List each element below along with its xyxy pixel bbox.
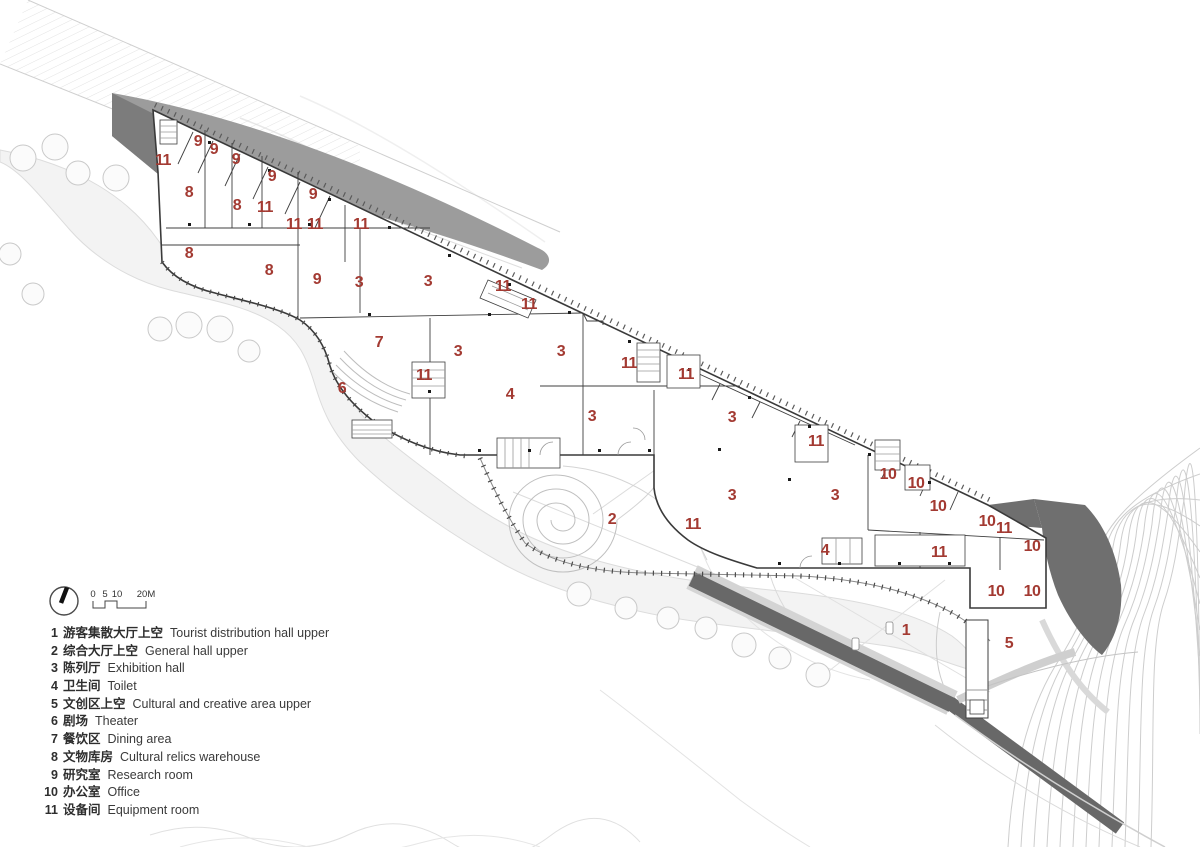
legend-label-en: Office bbox=[107, 785, 140, 800]
legend-number: 2 bbox=[51, 643, 58, 658]
legend-number: 6 bbox=[51, 714, 58, 729]
scale-tick-10: 10 bbox=[112, 589, 123, 600]
legend-row: 3 陈列厅 Exhibition hall bbox=[40, 657, 329, 675]
shadow-bands bbox=[112, 93, 1166, 847]
legend-number: 7 bbox=[51, 732, 58, 747]
legend-label-en: Equipment room bbox=[107, 802, 200, 817]
south-curve-ticks bbox=[160, 260, 466, 459]
legend-label-en: Cultural relics warehouse bbox=[120, 749, 261, 764]
legend-row: 5 文创区上空 Cultural and creative area upper bbox=[40, 693, 329, 711]
columns bbox=[188, 141, 951, 565]
legend-label-en: General hall upper bbox=[145, 643, 248, 658]
legend-label-zh: 剧场 bbox=[63, 714, 89, 729]
legend-label-zh: 卫生间 bbox=[63, 679, 101, 694]
facade-ticks-top bbox=[153, 102, 992, 503]
building-footprint bbox=[152, 108, 1047, 609]
legend-label-zh: 文物库房 bbox=[63, 749, 114, 764]
scale-bar: 0 5 10 20M bbox=[90, 589, 156, 609]
stair-cores bbox=[159, 119, 966, 567]
legend-label-en: Dining area bbox=[107, 732, 172, 747]
legend-label-en: Exhibition hall bbox=[107, 661, 185, 676]
valley-band-right bbox=[945, 697, 1125, 834]
legend-row: 1 游客集散大厅上空 Tourist distribution hall upp… bbox=[40, 622, 329, 640]
legend: 1 游客集散大厅上空 Tourist distribution hall upp… bbox=[40, 622, 329, 817]
legend-label-zh: 餐饮区 bbox=[63, 732, 101, 747]
legend-number: 4 bbox=[51, 679, 58, 694]
legend-number: 8 bbox=[51, 749, 58, 764]
east-dark-wedge bbox=[1034, 499, 1122, 655]
legend-label-en: Tourist distribution hall upper bbox=[170, 626, 330, 640]
west-dark-block bbox=[112, 93, 158, 174]
legend-label-zh: 陈列厅 bbox=[63, 661, 101, 676]
legend-row: 6 剧场 Theater bbox=[40, 710, 329, 728]
legend-number: 10 bbox=[44, 785, 58, 800]
theater-seating bbox=[332, 350, 411, 413]
legend-row: 4 卫生间 Toilet bbox=[40, 675, 329, 693]
compass-and-scale: 0 5 10 20M bbox=[49, 586, 156, 616]
legend-label-en: Theater bbox=[95, 714, 139, 729]
legend-label-zh: 游客集散大厅上空 bbox=[63, 626, 164, 640]
annex-area5 bbox=[965, 619, 989, 719]
scale-tick-5: 5 bbox=[102, 589, 107, 600]
top-shadow-band bbox=[112, 93, 550, 270]
legend-number: 9 bbox=[51, 767, 58, 782]
legend-label-en: Cultural and creative area upper bbox=[132, 696, 312, 711]
trees bbox=[0, 133, 831, 688]
legend-number: 5 bbox=[51, 696, 58, 711]
terrain-waves-bottom bbox=[149, 689, 811, 847]
legend-label-zh: 研究室 bbox=[63, 767, 101, 782]
plaza-objects bbox=[851, 621, 894, 651]
legend-row: 11 设备间 Equipment room bbox=[40, 799, 329, 817]
legend-row: 10 办公室 Office bbox=[40, 781, 329, 799]
legend-label-en: Research room bbox=[107, 767, 193, 782]
door-swings bbox=[539, 427, 813, 569]
legend-number: 3 bbox=[51, 661, 58, 676]
legend-label-zh: 设备间 bbox=[63, 802, 101, 817]
legend-label-zh: 综合大厅上空 bbox=[63, 643, 139, 658]
legend-row: 7 餐饮区 Dining area bbox=[40, 728, 329, 746]
legend-number: 1 bbox=[51, 626, 58, 640]
north-arrow-icon bbox=[49, 586, 79, 616]
building bbox=[152, 102, 1047, 719]
scale-tick-0: 0 bbox=[90, 589, 95, 600]
legend-label-zh: 文创区上空 bbox=[63, 696, 126, 711]
legend-label-zh: 办公室 bbox=[63, 785, 101, 800]
legend-row: 9 研究室 Research room bbox=[40, 764, 329, 782]
legend-label-en: Toilet bbox=[107, 679, 137, 694]
legend-row: 2 综合大厅上空 General hall upper bbox=[40, 640, 329, 658]
legend-row: 8 文物库房 Cultural relics warehouse bbox=[40, 746, 329, 764]
legend-number: 11 bbox=[44, 802, 58, 817]
scale-tick-20m: 20M bbox=[137, 589, 156, 600]
